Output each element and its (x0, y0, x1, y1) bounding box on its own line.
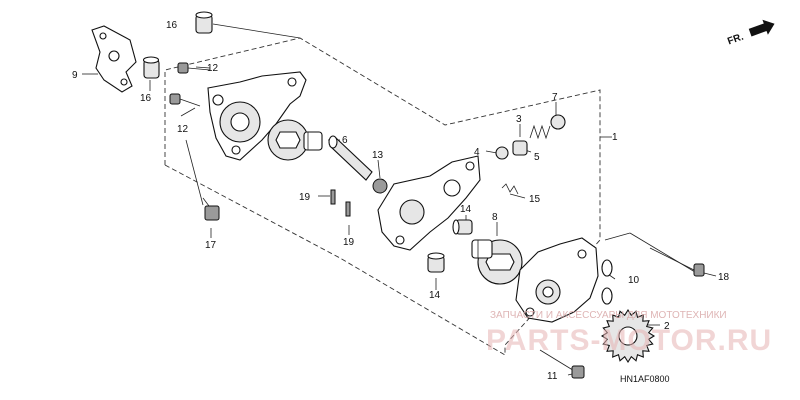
spring-seat-4 (495, 146, 509, 160)
assembly-outline (164, 37, 601, 356)
relief-valve-3 (512, 140, 528, 156)
bolt-12-lower (169, 93, 201, 107)
callout-11: 11 (547, 371, 558, 382)
callout-8: 8 (492, 212, 498, 223)
bolt-12-upper (177, 62, 211, 74)
assembly-outline-edge (164, 164, 341, 259)
callout-13: 13 (372, 150, 384, 161)
callout-16-top: 16 (166, 20, 178, 31)
chain-link-10 (601, 259, 613, 305)
callout-4: 4 (474, 147, 480, 158)
callout-14-upper: 14 (460, 204, 472, 215)
bolt-11 (539, 349, 585, 379)
bolt-18 (649, 247, 705, 277)
sprocket-hub (618, 326, 638, 346)
drawing-code: HN1AF0800 (620, 374, 670, 384)
watermark-tagline: ЗАПЧАСТИ И АКСЕССУАРЫ ДЛЯ МОТОТЕХНИКИ (490, 310, 727, 321)
direction-arrow-icon (748, 19, 775, 37)
callout-17: 17 (205, 240, 217, 251)
callout-14-lower: 14 (429, 290, 441, 301)
callout-18: 18 (718, 272, 730, 283)
callout-12-lower: 12 (177, 124, 189, 135)
collar-16-left (142, 56, 160, 79)
o-ring-13 (372, 178, 388, 194)
collar-14-lower (427, 252, 445, 273)
callout-12-upper: 12 (207, 63, 219, 74)
pin-15 (501, 183, 519, 195)
callout-15: 15 (529, 194, 541, 205)
sprocket-2 (600, 308, 656, 364)
plug-7 (550, 114, 566, 130)
dowel-pin-19-a (330, 189, 336, 205)
collar-14-upper (452, 219, 473, 235)
callout-1: 1 (612, 132, 618, 143)
direction-label: FR. (726, 32, 745, 48)
callout-9: 9 (72, 70, 78, 81)
callout-2: 2 (664, 321, 670, 332)
callout-10: 10 (628, 275, 640, 286)
pump-body (377, 155, 481, 251)
callout-3: 3 (516, 114, 522, 125)
callout-19-lower: 19 (343, 237, 355, 248)
rotor-set-8 (471, 239, 523, 285)
callout-6: 6 (342, 135, 348, 146)
front-direction-indicator: FR. (726, 19, 775, 48)
bolt-17 (202, 197, 220, 221)
callout-5: 5 (534, 152, 540, 163)
collar-16-top (195, 11, 213, 34)
rotor-set-6 (267, 119, 323, 161)
callout-7: 7 (552, 92, 558, 103)
rear-pump-housing (515, 237, 599, 323)
pump-shaft (328, 135, 373, 181)
spring-5 (529, 124, 551, 140)
callout-16-left: 16 (140, 93, 152, 104)
dowel-pin-19-b (345, 201, 351, 217)
watermark-site: PARTS-MOTOR.RU (486, 324, 772, 357)
callout-19-left: 19 (299, 192, 311, 203)
